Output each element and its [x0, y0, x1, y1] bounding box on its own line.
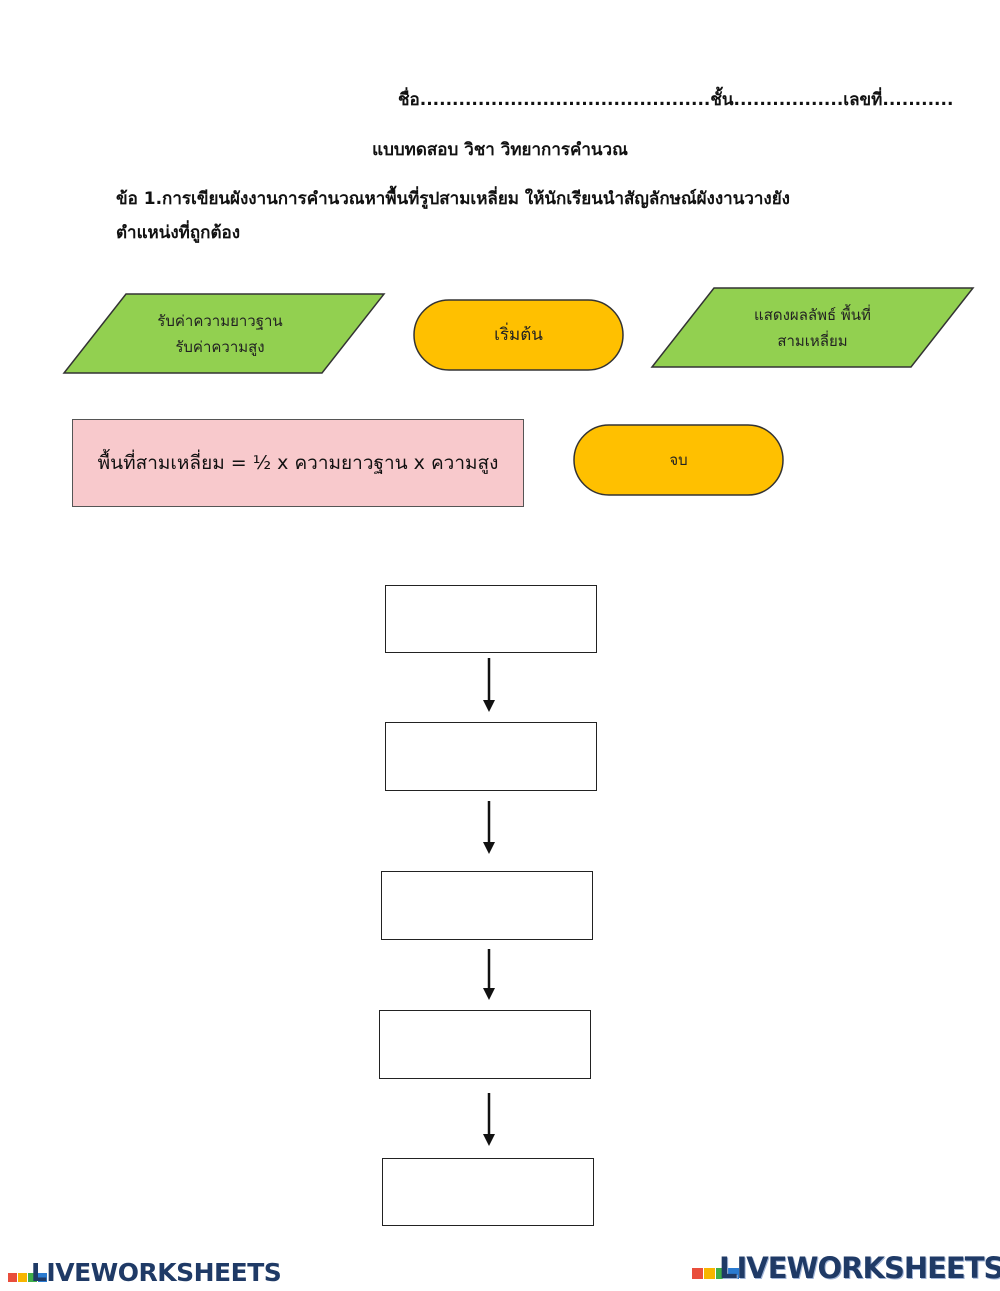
- start-symbol[interactable]: [413, 299, 624, 371]
- input-label-line-1: รับค่าความยาวฐาน: [157, 312, 283, 330]
- page-title: แบบทดสอบ วิชา วิทยาการคำนวณ: [372, 140, 628, 160]
- start-label: เริ่มต้น: [494, 325, 543, 345]
- arrow-2-head: [483, 842, 495, 854]
- end-symbol[interactable]: [573, 424, 784, 496]
- liveworksheets-logo-right: LIVEWORKSHEETS: [692, 1251, 1000, 1285]
- question-text: ข้อ 1.การเขียนผังงานการคำนวณหาพื้นที่รูป…: [116, 182, 896, 250]
- input-symbol-label: รับค่าความยาวฐาน รับค่าความสูง: [120, 298, 320, 370]
- arrow-4-head: [483, 1134, 495, 1146]
- output-symbol-label: แสดงผลลัพธ์ พื้นที่ สามเหลี่ยม: [710, 292, 915, 364]
- liveworksheets-logo-left: LIVEWORKSHEETS: [8, 1258, 282, 1287]
- start-symbol-label: เริ่มต้น: [414, 300, 623, 370]
- liveworksheets-mark-icon: [8, 1260, 47, 1282]
- answer-box-5[interactable]: [382, 1158, 594, 1226]
- answer-box-4[interactable]: [379, 1010, 591, 1079]
- answer-box-3[interactable]: [381, 871, 593, 940]
- output-label-line-1: แสดงผลลัพธ์ พื้นที่: [754, 306, 871, 324]
- answer-box-1[interactable]: [385, 585, 597, 653]
- logo-right-text: LIVEWORKSHEETS: [719, 1251, 1000, 1285]
- question-line-2: ตำแหน่งที่ถูกต้อง: [116, 223, 241, 243]
- input-symbol[interactable]: [62, 293, 386, 374]
- student-info-line: ชื่อ....................................…: [398, 90, 954, 110]
- output-label-line-2: สามเหลี่ยม: [777, 332, 848, 350]
- end-symbol-label: จบ: [574, 425, 783, 495]
- logo-left-text: LIVEWORKSHEETS: [31, 1258, 282, 1287]
- arrow-1-head: [483, 700, 495, 712]
- output-symbol[interactable]: [650, 287, 975, 368]
- process-label: พื้นที่สามเหลี่ยม = ½ x ความยาวฐาน x ควา…: [97, 452, 499, 474]
- arrow-3-head: [483, 988, 495, 1000]
- end-label: จบ: [669, 451, 688, 469]
- process-symbol[interactable]: พื้นที่สามเหลี่ยม = ½ x ความยาวฐาน x ควา…: [72, 419, 524, 507]
- answer-box-2[interactable]: [385, 722, 597, 791]
- liveworksheets-mark-icon: [692, 1253, 739, 1279]
- input-label-line-2: รับค่าความสูง: [175, 338, 265, 356]
- question-line-1: ข้อ 1.การเขียนผังงานการคำนวณหาพื้นที่รูป…: [116, 189, 790, 209]
